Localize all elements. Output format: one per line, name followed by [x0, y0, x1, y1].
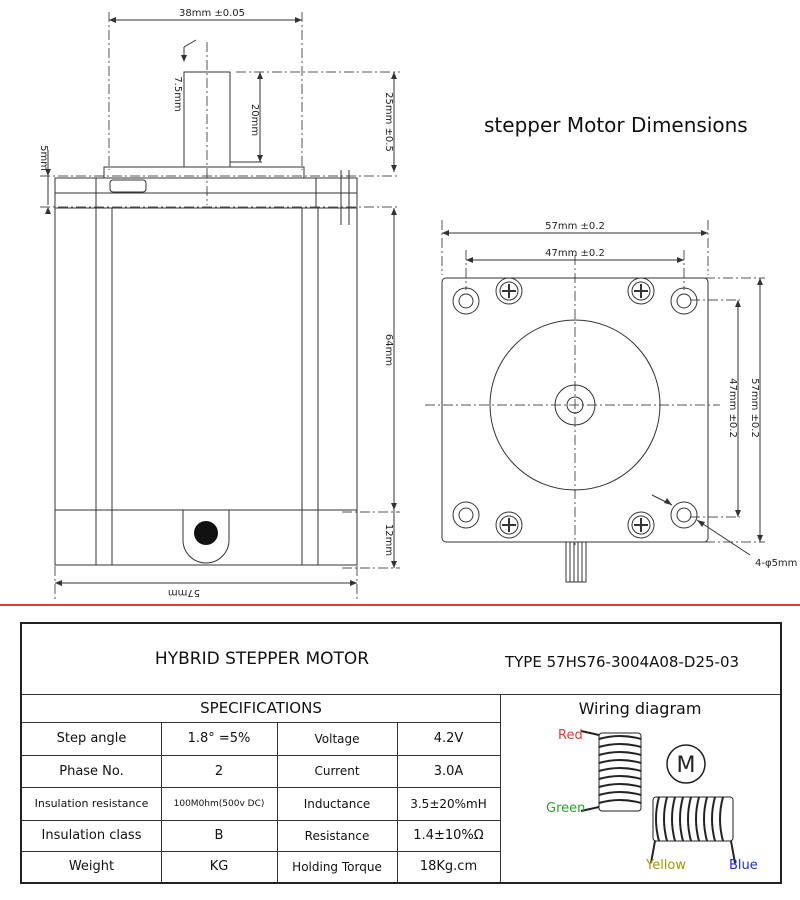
dim-hole-spacing-vertical: 47mm ±0.2 — [727, 378, 738, 438]
spec-value-phase-no: 2 — [214, 763, 224, 779]
side-view-drawing: 38mm ±0.05 25mm ±0.5 20mm 7.5mm 5mm 64mm… — [38, 8, 400, 600]
spec-value-current: 3.0A — [433, 763, 464, 779]
dim-body-width: 38mm ±0.05 — [179, 8, 245, 19]
spec-label-weight: Weight — [68, 859, 115, 874]
wiring-diagram: M Red Green Yellow Blue — [546, 728, 758, 873]
spec-value-voltage: 4.2V — [433, 731, 464, 746]
spec-label-resistance: Resistance — [304, 828, 370, 843]
connector-socket-icon — [194, 521, 218, 545]
dim-outer-width: 57mm ±0.2 — [545, 221, 605, 232]
spec-label-step-angle: Step angle — [56, 731, 127, 746]
dim-flat-length: 20mm — [249, 104, 260, 136]
spec-label-insulation-class: Insulation class — [41, 828, 142, 843]
table-title: HYBRID STEPPER MOTOR — [154, 649, 370, 669]
wire-label-green: Green — [546, 801, 585, 816]
section-separator — [0, 604, 800, 606]
spec-value-weight: KG — [209, 859, 229, 874]
spec-value-insulation-resistance: 100M0hm(500v DC) — [173, 798, 265, 809]
dim-bottom-width: 57mm — [168, 587, 200, 598]
spec-label-holding-torque: Holding Torque — [292, 859, 382, 874]
wiring-diagram-header: Wiring diagram — [578, 698, 702, 718]
coil-a-icon — [580, 730, 642, 812]
spec-value-step-angle: 1.8° =5% — [187, 731, 251, 746]
wire-label-yellow: Yellow — [645, 858, 686, 873]
spec-table: HYBRID STEPPER MOTOR TYPE 57HS76-3004A08… — [20, 622, 782, 884]
dim-outer-height: 57mm ±0.2 — [749, 378, 760, 438]
dim-body-length: 64mm — [383, 334, 394, 366]
front-view-drawing: 57mm ±0.2 47mm ±0.2 47mm ±0.2 57mm ±0.2 … — [425, 220, 797, 583]
spec-label-inductance: Inductance — [303, 796, 371, 811]
spec-value-holding-torque: 18Kg.cm — [419, 859, 478, 874]
dim-holes: 4-φ5mm — [755, 558, 797, 569]
motor-symbol-label: M — [677, 753, 696, 778]
wire-label-red: Red — [558, 728, 583, 743]
spec-label-insulation-resistance: Insulation resistance — [34, 797, 149, 810]
coil-b-icon — [650, 796, 736, 864]
spec-label-phase-no: Phase No. — [59, 763, 124, 779]
drawing-title: stepper Motor Dimensions — [484, 113, 748, 137]
motor-type: TYPE 57HS76-3004A08-D25-03 — [504, 653, 740, 671]
spec-value-insulation-class: B — [214, 828, 224, 843]
dim-hole-spacing: 47mm ±0.2 — [545, 248, 605, 259]
spec-value-inductance: 3.5±20%mH — [410, 796, 487, 811]
spec-label-voltage: Voltage — [314, 731, 360, 746]
spec-value-resistance: 1.4±10%Ω — [413, 828, 484, 843]
wire-label-blue: Blue — [729, 858, 758, 873]
dim-shaft-diameter: 7.5mm — [172, 76, 183, 111]
dim-boss-height: 5mm — [38, 145, 49, 171]
dim-shaft-length: 25mm ±0.5 — [383, 92, 394, 152]
specifications-header: SPECIFICATIONS — [200, 699, 322, 717]
motor-symbol-icon — [666, 744, 706, 784]
spec-label-current: Current — [314, 764, 360, 778]
dim-connector-height: 12mm — [383, 524, 394, 556]
